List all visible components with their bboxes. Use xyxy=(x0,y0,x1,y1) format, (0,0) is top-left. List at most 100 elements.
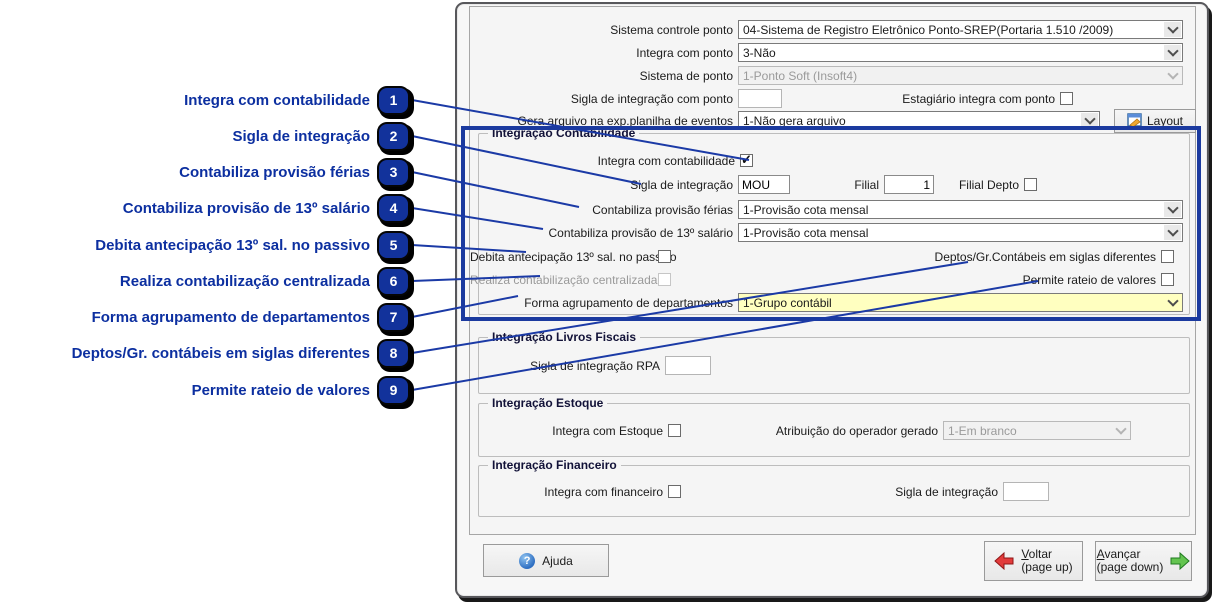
field-label: Deptos/Gr.Contábeis em siglas diferentes xyxy=(934,249,1156,264)
callout-label: Contabiliza provisão férias xyxy=(179,163,370,181)
row-estoque: Integra com Estoque Atribuição do operad… xyxy=(470,421,1182,440)
row-forma-agrupamento: Forma agrupamento de departamentos 1-Gru… xyxy=(470,293,1187,312)
layout-button[interactable]: Layout xyxy=(1114,108,1196,133)
sigla-rpa-input[interactable] xyxy=(665,356,711,375)
field-label: Sigla de integração xyxy=(895,484,998,499)
provisao-ferias-select[interactable]: 1-Provisão cota mensal xyxy=(738,200,1183,219)
callout-1: Integra com contabilidade 1 xyxy=(0,84,410,116)
row-integra-com-ponto: Integra com ponto 3-Não xyxy=(470,43,1187,62)
atribuicao-operador-select: 1-Em branco xyxy=(943,421,1131,440)
avancar-button[interactable]: Avançar (page down) xyxy=(1095,541,1192,581)
groupbox-title: Integração Financeiro xyxy=(488,458,621,472)
groupbox-financeiro: Integração Financeiro xyxy=(478,458,1190,517)
integra-estoque-checkbox[interactable] xyxy=(668,424,681,437)
estagiario-integra-checkbox[interactable] xyxy=(1060,92,1073,105)
row-sigla-integracao-ponto: Sigla de integração com ponto Estagiário… xyxy=(470,89,1187,108)
content-panel: Sistema controle ponto 04-Sistema de Reg… xyxy=(469,6,1196,535)
callout-badge: 1 xyxy=(377,85,410,115)
field-label: Integra com Estoque xyxy=(552,423,663,438)
callout-7: Forma agrupamento de departamentos 7 xyxy=(0,301,410,333)
chevron-down-icon xyxy=(1164,68,1181,83)
callout-badge: 6 xyxy=(377,266,410,296)
field-label: Sistema de ponto xyxy=(639,68,733,83)
field-label: Forma agrupamento de departamentos xyxy=(524,295,733,310)
arrow-left-icon xyxy=(994,552,1014,570)
field-label: Contabiliza provisão férias xyxy=(592,202,733,217)
field-label: Permite rateio de valores xyxy=(1022,272,1156,287)
groupbox-title: Integração Livros Fiscais xyxy=(488,330,641,344)
deptos-siglas-checkbox[interactable] xyxy=(1161,250,1174,263)
callout-6: Realiza contabilização centralizada 6 xyxy=(0,265,410,297)
chevron-down-icon[interactable] xyxy=(1164,202,1181,217)
groupbox-title: Integração Contabilidade xyxy=(488,126,640,140)
callout-badge: 2 xyxy=(377,121,410,151)
row-sistema-de-ponto: Sistema de ponto 1-Ponto Soft (Insoft4) xyxy=(470,66,1187,85)
chevron-down-icon[interactable] xyxy=(1164,225,1181,240)
callout-badge: 9 xyxy=(377,375,410,405)
voltar-sublabel: (page up) xyxy=(1021,560,1073,574)
filial-input[interactable] xyxy=(884,175,934,194)
callout-5: Debita antecipação 13º sal. no passivo 5 xyxy=(0,229,410,261)
chevron-down-icon[interactable] xyxy=(1164,22,1181,37)
callout-label: Contabiliza provisão de 13º salário xyxy=(122,199,370,217)
callout-3: Contabiliza provisão férias 3 xyxy=(0,156,410,188)
chevron-down-icon[interactable] xyxy=(1081,113,1098,128)
groupbox-estoque: Integração Estoque xyxy=(478,396,1190,457)
callout-9: Permite rateio de valores 9 xyxy=(0,374,410,406)
integra-contabilidade-checkbox[interactable] xyxy=(740,152,753,168)
row-integra-contabilidade: Integra com contabilidade xyxy=(470,151,1187,170)
ajuda-button[interactable]: ? Ajuda xyxy=(483,544,609,577)
gera-arquivo-select[interactable]: 1-Não gera arquivo xyxy=(738,111,1100,130)
row-sigla-rpa: Sigla de integração RPA xyxy=(470,356,1187,375)
debita-antecipacao-checkbox[interactable] xyxy=(658,250,671,263)
field-label: Estagiário integra com ponto xyxy=(902,91,1055,106)
sigla-integracao-ponto-input[interactable] xyxy=(738,89,782,108)
forma-agrupamento-select[interactable]: 1-Grupo contábil xyxy=(738,293,1183,312)
callout-badge: 5 xyxy=(377,230,410,260)
sigla-integracao-input[interactable] xyxy=(738,175,790,194)
callout-label: Forma agrupamento de departamentos xyxy=(91,308,370,326)
chevron-down-icon[interactable] xyxy=(1164,45,1181,60)
row-centralizada-rateio: Realiza contabilização centralizada Perm… xyxy=(470,270,1182,289)
field-label: Debita antecipação 13º sal. no passivo xyxy=(470,249,677,264)
avancar-label: Avançar xyxy=(1096,547,1141,561)
row-provisao-ferias: Contabiliza provisão férias 1-Provisão c… xyxy=(470,200,1187,219)
callout-label: Realiza contabilização centralizada xyxy=(119,272,370,290)
callout-badge: 8 xyxy=(377,338,410,368)
field-label: Sistema controle ponto xyxy=(610,22,733,37)
sistema-de-ponto-select: 1-Ponto Soft (Insoft4) xyxy=(738,66,1183,85)
callout-2: Sigla de integração 2 xyxy=(0,120,410,152)
permite-rateio-checkbox[interactable] xyxy=(1161,273,1174,286)
field-label: Integra com financeiro xyxy=(544,484,663,499)
callout-badge: 7 xyxy=(377,302,410,332)
field-label: Realiza contabilização centralizada xyxy=(470,272,658,287)
integra-financeiro-checkbox[interactable] xyxy=(668,485,681,498)
row-financeiro: Integra com financeiro Sigla de integraç… xyxy=(470,482,1182,501)
row-debita-deptos: Debita antecipação 13º sal. no passivo D… xyxy=(470,247,1182,266)
field-label: Filial Depto xyxy=(958,177,1019,192)
callout-label: Debita antecipação 13º sal. no passivo xyxy=(95,236,370,254)
field-label: Sigla de integração RPA xyxy=(530,358,660,373)
realiza-centralizada-checkbox xyxy=(658,273,671,286)
groupbox-title: Integração Estoque xyxy=(488,396,608,410)
callout-4: Contabiliza provisão de 13º salário 4 xyxy=(0,192,410,224)
sigla-financeiro-input[interactable] xyxy=(1003,482,1049,501)
field-label: Filial xyxy=(854,177,879,192)
field-label: Contabiliza provisão de 13º salário xyxy=(548,225,734,240)
callout-label: Integra com contabilidade xyxy=(184,91,370,109)
callout-label: Sigla de integração xyxy=(232,127,370,145)
chevron-down-icon xyxy=(1112,423,1129,438)
dialog-window: Sistema controle ponto 04-Sistema de Reg… xyxy=(455,2,1209,598)
filial-depto-checkbox[interactable] xyxy=(1024,178,1037,191)
field-label: Sigla de integração com ponto xyxy=(570,91,733,106)
sistema-controle-ponto-select[interactable]: 04-Sistema de Registro Eletrônico Ponto-… xyxy=(738,20,1183,39)
provisao-13-select[interactable]: 1-Provisão cota mensal xyxy=(738,223,1183,242)
callout-badge: 4 xyxy=(377,193,410,223)
chevron-down-icon[interactable] xyxy=(1164,295,1181,310)
voltar-button[interactable]: Voltar (page up) xyxy=(984,541,1083,581)
integra-com-ponto-select[interactable]: 3-Não xyxy=(738,43,1183,62)
field-label: Atribuição do operador gerado xyxy=(775,423,938,438)
avancar-sublabel: (page down) xyxy=(1096,560,1164,574)
row-sigla-integracao: Sigla de integração Filial Filial Depto xyxy=(470,175,1187,194)
